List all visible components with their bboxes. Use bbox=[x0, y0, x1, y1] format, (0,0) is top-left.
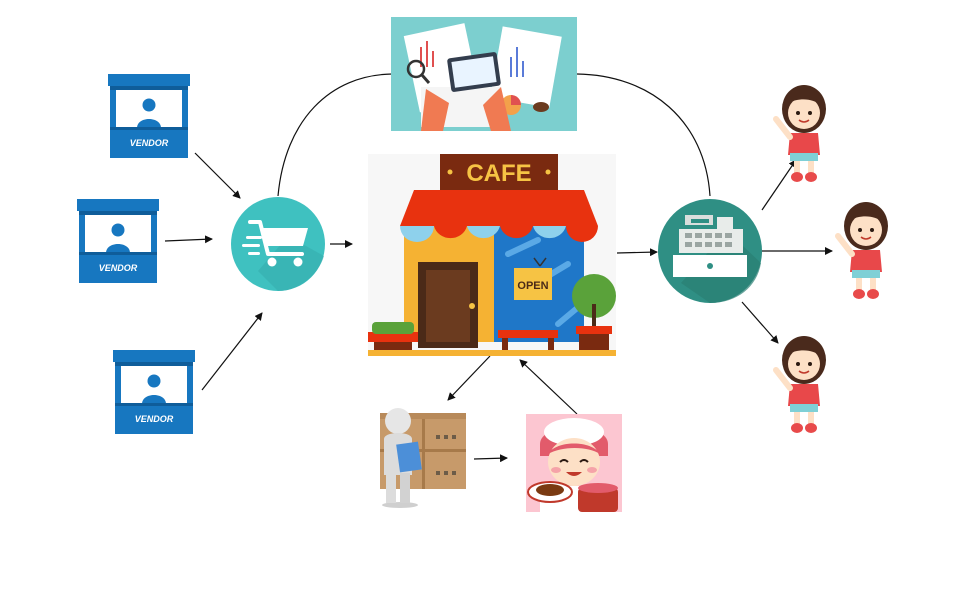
arrow-cafe-to-register bbox=[616, 248, 658, 257]
arrow-cafe-to-storage bbox=[447, 355, 491, 401]
vendor-stall-icon bbox=[113, 350, 195, 434]
cafe-sign-text: CAFE bbox=[466, 160, 531, 187]
vendor-stall-3: VENDOR bbox=[113, 350, 195, 434]
vendor-label: VENDOR bbox=[135, 414, 174, 424]
cafe-sign-board bbox=[440, 154, 558, 190]
customer-1 bbox=[773, 85, 826, 182]
arrow-storage-to-cooking bbox=[473, 454, 508, 463]
cash-register-icon bbox=[658, 199, 762, 303]
cooking-chef-icon bbox=[526, 414, 622, 512]
curve-analytics-to-register bbox=[576, 73, 711, 197]
vendor-label: VENDOR bbox=[130, 138, 169, 148]
customer-girl-icon bbox=[835, 202, 888, 299]
customer-3 bbox=[773, 336, 826, 433]
arrow-vendor1-to-cart bbox=[194, 152, 241, 199]
vendor-stall-icon bbox=[108, 74, 190, 158]
customer-girl-icon bbox=[773, 85, 826, 182]
shopping-cart-icon bbox=[231, 197, 325, 291]
storage-boxes-icon bbox=[380, 408, 466, 508]
customer-2 bbox=[835, 202, 888, 299]
vendor-stall-2: VENDOR bbox=[77, 199, 159, 283]
vendor-stall-1: VENDOR bbox=[108, 74, 190, 158]
open-sign bbox=[514, 268, 552, 300]
vendor-stall-icon bbox=[77, 199, 159, 283]
arrow-register-to-customer1 bbox=[761, 159, 797, 211]
arrow-vendor2-to-cart bbox=[164, 235, 213, 244]
arrow-cooking-to-cafe bbox=[519, 359, 578, 415]
analytics-tablet-icon bbox=[391, 17, 577, 131]
arrow-vendor3-to-cart bbox=[201, 312, 263, 391]
cafe-storefront: CAFE OPEN bbox=[368, 154, 616, 356]
curve-cart-to-analytics bbox=[277, 73, 393, 197]
customer-girl-icon bbox=[773, 336, 826, 433]
open-sign-text: OPEN bbox=[517, 280, 548, 292]
vendor-label: VENDOR bbox=[99, 263, 138, 273]
arrow-register-to-customer3 bbox=[741, 301, 779, 344]
